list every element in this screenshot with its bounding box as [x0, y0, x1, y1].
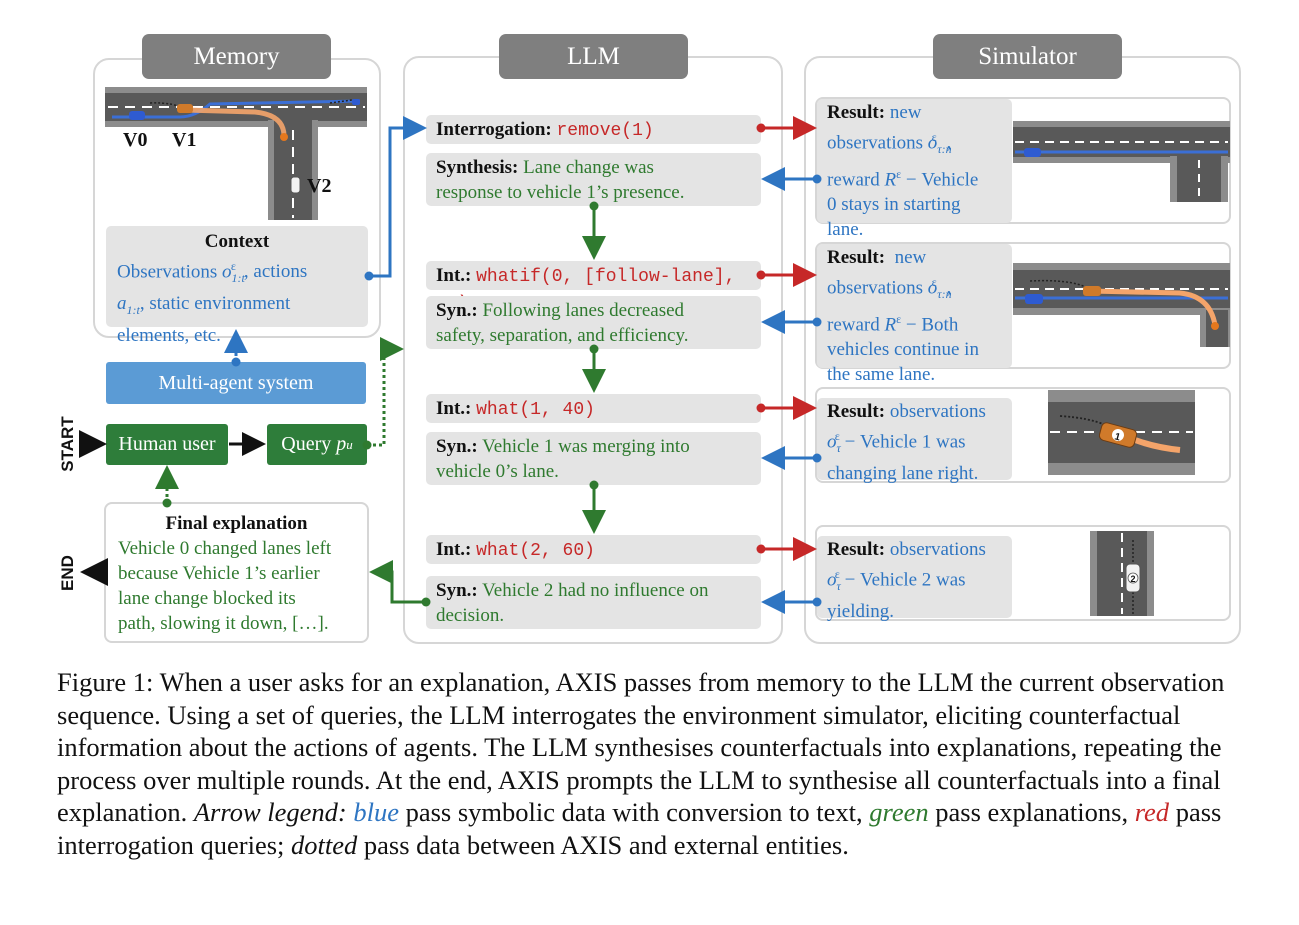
- arrow-interrogation-2: [756, 263, 817, 287]
- final-explanation-box: Final explanation Vehicle 0 changed lane…: [104, 502, 369, 643]
- arrow-multiagent-to-context: [224, 329, 248, 367]
- sim-scene-3: 1: [1048, 390, 1195, 475]
- memory-header: Memory: [142, 34, 331, 79]
- result-box-4: Result: observations oτε − Vehicle 2 was…: [817, 536, 1012, 622]
- v2-label: V2: [307, 175, 331, 197]
- synthesis-box-3: Syn.: Vehicle 1 was merging into vehicle…: [426, 432, 761, 485]
- arrow-interrogation-1: [756, 116, 817, 140]
- synthesis-box-2: Syn.: Following lanes decreased safety, …: [426, 296, 761, 349]
- final-explanation-title: Final explanation: [165, 513, 308, 534]
- arrow-final-to-user: [155, 465, 179, 508]
- interrogation-box-3: Int.: what(1, 40): [426, 394, 761, 423]
- arrow-result-1: [761, 167, 822, 191]
- car-number-2: 2: [1130, 574, 1135, 584]
- result-box-1: Result: new observations oτ:nε, reward R…: [817, 99, 1012, 240]
- arrow-result-3: [761, 446, 822, 470]
- interrogation-box-4: Int.: what(2, 60): [426, 535, 761, 564]
- arrow-context-to-llm: [364, 116, 427, 281]
- interrogation-box-2: Int.: whatif(0, [follow-lane], 40): [426, 261, 761, 314]
- llm-header: LLM: [499, 34, 688, 79]
- arrow-interrogation-4: [756, 537, 817, 561]
- arrow-result-4: [761, 590, 822, 614]
- arrow-result-2: [761, 310, 822, 334]
- arrow-to-final-explanation: [369, 560, 431, 607]
- sim-scene-1: [1013, 121, 1230, 202]
- arrow-synthesis-chain-1: [582, 201, 606, 260]
- context-title: Context: [204, 231, 270, 252]
- context-text: Observations o1:tε, actions a1:t, static…: [117, 259, 308, 346]
- v1-label: V1: [172, 129, 196, 151]
- sim-scene-4: 2: [1090, 531, 1154, 616]
- simulator-header: Simulator: [933, 34, 1122, 79]
- interrogation-box-1: Interrogation: remove(1): [426, 115, 761, 144]
- arrow-interrogation-3: [756, 396, 817, 420]
- synthesis-box-1: Synthesis: Lane change was response to v…: [426, 153, 761, 206]
- arrow-synthesis-chain-3: [582, 480, 606, 534]
- arrow-synthesis-chain-2: [582, 344, 606, 393]
- multi-agent-system-box: Multi-agent system: [106, 362, 366, 404]
- result-box-2: Result: new observations oτ:nε, reward R…: [817, 244, 1012, 385]
- figure-caption: Figure 1: When a user asks for an explan…: [57, 667, 1225, 860]
- car-number-1: 1: [1113, 431, 1122, 443]
- context-box: Context Observations o1:tε, actions a1:t…: [106, 226, 368, 346]
- result-box-3: Result: observations oτε − Vehicle 1 was…: [817, 398, 1012, 484]
- sim-scene-2: [1013, 263, 1230, 347]
- final-explanation-text: Vehicle 0 changed lanes left because Veh…: [118, 538, 332, 634]
- arrow-query-to-llm: [362, 337, 404, 450]
- human-user-box: Human user: [106, 424, 228, 465]
- v0-label: V0: [123, 129, 147, 151]
- synthesis-box-4: Syn.: Vehicle 2 had no influence on deci…: [426, 576, 761, 629]
